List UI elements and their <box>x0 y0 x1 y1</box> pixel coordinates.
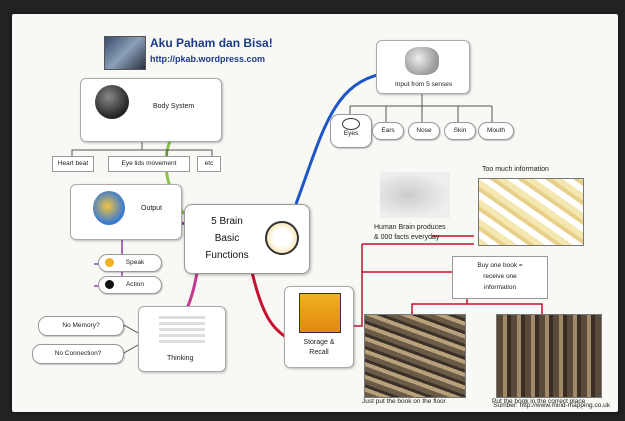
world-map-image <box>380 172 450 218</box>
body-system-label: Body System <box>153 103 195 110</box>
no-memory-label: No Memory? <box>62 322 100 329</box>
input-node: Input from 5 senses <box>376 40 470 94</box>
thinking-image <box>159 313 205 343</box>
skin-label: Skin <box>453 127 467 134</box>
input-label: Input from 5 senses <box>395 81 453 88</box>
storage-label-line2: Recall <box>309 349 329 356</box>
books-in-place-photo <box>496 314 602 398</box>
books-on-floor-photo <box>364 314 466 398</box>
logo-image <box>104 36 146 70</box>
eyes-node: Eyes <box>330 114 372 148</box>
correct-place-caption: Put the book in the correct place <box>492 398 586 405</box>
action-label: Action <box>125 281 145 288</box>
buy-line-3: information <box>483 284 517 291</box>
eyes-label: Eyes <box>343 130 359 137</box>
storage-image <box>299 293 341 333</box>
body-system-node: Body System <box>80 78 222 142</box>
source-credit: Sumber: http://www.mind-mapping.co.uk <box>493 402 610 409</box>
buy-line-1: Buy one book = <box>477 262 523 269</box>
page-url: http://pkab.wordpress.com <box>150 54 266 64</box>
nose-node: Nose <box>408 122 440 140</box>
mind-map-slide: Aku Paham dan Bisa! http://pkab.wordpres… <box>12 14 618 412</box>
brain-machine-image <box>95 85 129 119</box>
buy-line-2: receive one <box>483 273 517 280</box>
ears-node: Ears <box>372 122 404 140</box>
no-connection-node: No Connection? <box>32 344 124 364</box>
ears-label: Ears <box>381 127 395 134</box>
speak-label: Speak <box>125 259 145 266</box>
output-label: Output <box>141 205 163 212</box>
center-line-2: Basic <box>214 233 240 244</box>
human-brain-line1: Human Brain produces <box>374 224 446 231</box>
too-much-info-label: Too much information <box>482 166 549 173</box>
thinking-label: Thinking <box>167 355 194 362</box>
center-line-3: Functions <box>205 250 249 261</box>
brain-switch-icon <box>265 221 299 255</box>
no-memory-node: No Memory? <box>38 316 124 336</box>
eye-lids-box: Eye lids movement <box>108 156 190 172</box>
action-node: Action <box>98 276 162 294</box>
center-node: 5 Brain Basic Functions <box>184 204 310 274</box>
speak-icon <box>105 258 114 267</box>
etc-box: etc <box>197 156 221 172</box>
eye-icon <box>342 118 360 130</box>
speak-node: Speak <box>98 254 162 272</box>
storage-node: Storage & Recall <box>284 286 354 368</box>
mouth-node: Mouth <box>478 122 514 140</box>
storage-label-line1: Storage & <box>303 339 335 346</box>
thinking-node: Thinking <box>138 306 226 372</box>
mouth-label: Mouth <box>486 127 506 134</box>
heart-beat-box: Heart beat <box>52 156 94 172</box>
skin-node: Skin <box>444 122 476 140</box>
robot-head-image <box>405 47 439 75</box>
center-line-1: 5 Brain <box>211 216 243 227</box>
center-label: 5 Brain Basic Functions <box>195 213 259 264</box>
scattered-papers-image <box>478 178 584 246</box>
human-brain-line2: & 000 facts everyday <box>374 234 440 241</box>
buy-one-book-box: Buy one book = receive one information <box>452 256 548 299</box>
globe-image <box>93 191 125 225</box>
action-icon <box>105 280 114 289</box>
output-node: Output <box>70 184 182 240</box>
no-connection-label: No Connection? <box>54 350 102 357</box>
nose-label: Nose <box>416 127 432 134</box>
floor-caption: Just put the book on the floor <box>362 398 446 405</box>
page-title: Aku Paham dan Bisa! <box>150 36 273 50</box>
